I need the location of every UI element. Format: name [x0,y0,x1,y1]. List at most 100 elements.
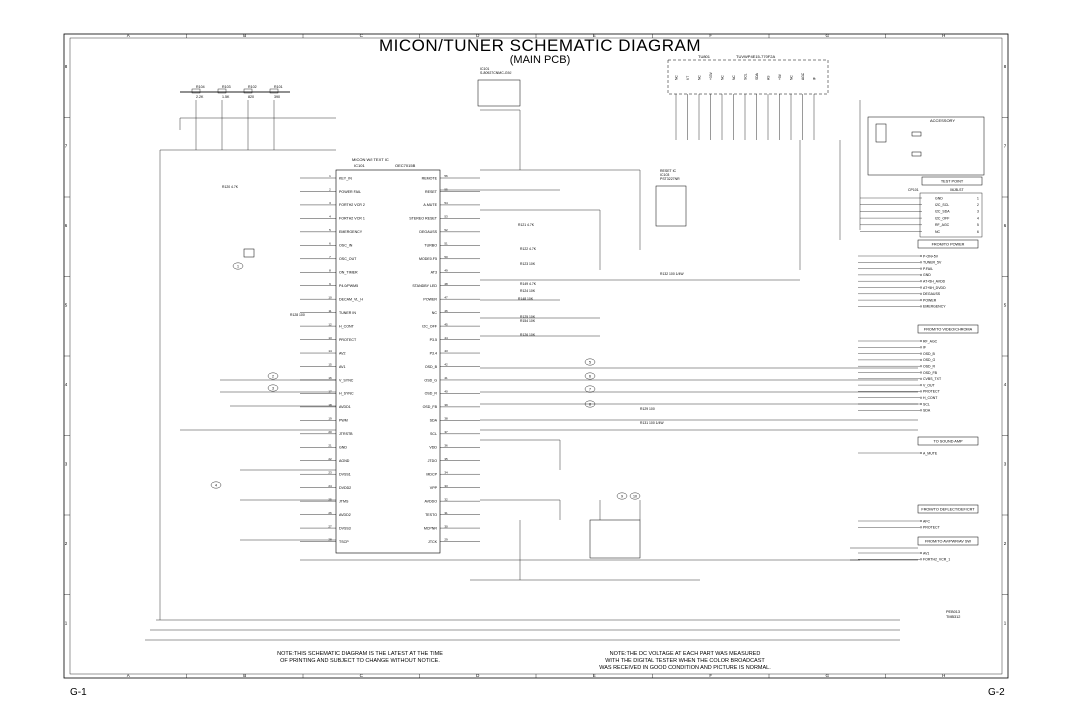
ic-right-pin-num: 44 [444,336,448,340]
grid-col-top-A: A [127,33,130,38]
callout-label-4: 4 [215,483,217,487]
sound-connector-title-box [917,436,979,446]
ic-right-pin-num: 55 [444,188,448,192]
ic-left-pin-num: 8 [329,268,331,272]
video-connector-terminal [920,340,922,342]
top-resistor-body [269,88,279,94]
avsw-connector-title: FROM/TO AV/PWR/AV SW [925,540,971,544]
ic-left-pin-24: DVDD2 [339,486,351,490]
stamp-line2: TMB312 [946,615,960,619]
ic-right-pin-26: TESTO [425,513,437,517]
ic-right-pin-num: 32 [444,497,448,501]
ic-right-pin-num: 30 [444,524,448,528]
grid-col-bottom-G: G [825,673,829,678]
video-connector-terminal [920,403,922,405]
test-point-pin-num: 2 [977,203,979,207]
ic-right-pin-num: 36 [444,443,448,447]
grid-row-right-3: 3 [1004,461,1007,466]
power-connector-pin-6: AT+5H_DVDD [923,286,946,290]
grid-col-bottom-A: A [127,673,130,678]
top-resistor-body [243,88,253,94]
ic-right-pin-28: JTCK [428,540,438,544]
top-resistor-value-2: 1.5K [222,95,230,99]
ic-left-pin-2: POWER FAIL [339,190,361,194]
power-connector-title-box [917,239,979,249]
ic-right-pin-num: 49 [444,268,448,272]
ic-right-pin-2: RESET [425,190,438,194]
grid-row-right-6: 6 [1004,223,1007,228]
power-connector-pin-8: POWER [923,298,937,302]
note-right: NOTE:THE DC VOLTAGE AT EACH PART WAS MEA… [596,651,774,672]
tuner-ref: TU801 [698,54,711,59]
remote-icon [875,123,887,143]
misc-resistor-8: R128 100 [290,313,305,317]
top-resistor-body [191,88,201,94]
callout-label-1: 1 [237,264,239,268]
grid-row-left-1: 1 [65,620,68,625]
ic-left-pin-19: PWM [339,419,348,423]
grid-row-left-6: 6 [65,223,68,228]
ic-right-pin-num: 39 [444,403,448,407]
deflect-connector-title: FROM/TO DEFLECT/DEF/CRT [921,508,975,512]
ic-left-pin-14: AV2 [339,351,346,355]
ic-right-pin-15: OSD_B [425,365,438,369]
ic-right-pin-5: DEGAUSS [419,230,437,234]
ic-left-pin-10: DECAM_VL_H [339,297,363,301]
test-point-pin-6: NC [935,230,941,234]
tuner-pin-8: SDA [755,72,759,80]
ic-left-pin-6: OSC_IN [339,244,353,248]
misc-resistor-11: R132 100 1/4W [660,272,684,276]
deflect-connector-terminal [920,520,922,522]
outer-border [63,33,1009,679]
misc-resistor-3: R122 4.7K [520,247,537,251]
test-point-pin-num: 3 [977,210,979,214]
ic-left-pin-5: EMERGENCY [339,230,363,234]
grid-col-top-F: F [709,33,712,38]
power-connector-terminal [920,261,922,264]
video-connector-pin-5: OSD_R [923,365,936,369]
callout-8 [584,400,596,408]
ic-left-pin-num: 20 [328,430,332,434]
ic-left-pin-28: TSCP [339,540,349,544]
ic-left-pin-num: 15 [328,363,332,367]
ic-left-pin-num: 21 [328,443,332,447]
page-label-right: G-2 [988,687,1005,698]
callout-3 [267,384,279,392]
ic-left-pin-num: 12 [328,322,332,326]
power-connector-terminal [920,273,922,276]
ic-right-pin-12: I2C_OFF [422,324,438,328]
power-connector-pin-2: TUNER_5V [923,261,942,265]
avsw-connector-title-box [917,536,979,546]
power-connector-pin-3: P.FAIL [923,267,933,271]
note-right-line1: NOTE:THE DC VOLTAGE AT EACH PART WAS MEA… [609,651,761,657]
ic-left-pin-18: AVDD1 [339,405,351,409]
video-connector-terminal [920,390,922,393]
ic-left-pin-num: 25 [328,497,332,501]
tuner-pin-13: IF [813,77,817,80]
grid-row-right-4: 4 [1004,382,1007,387]
ic-left-pin-num: 2 [329,188,331,192]
ic-right-pin-num: 54 [444,201,448,205]
ic102-body [477,79,521,107]
ic-left-pin-num: 27 [328,524,332,528]
ic-right-pin-24: VPP [430,486,438,490]
grid-row-left-2: 2 [65,541,68,546]
callout-2 [267,372,279,380]
grid-col-bottom-F: F [709,673,712,678]
ic101-label: MICON W/I TEXT IC [352,157,389,162]
ic-right-pin-num: 29 [444,538,448,542]
ic-left-pin-8: ON_TIMER [339,271,358,275]
power-connector-terminal [920,280,922,283]
page-label-left: G-1 [70,687,87,698]
ic-left-pin-num: 10 [328,295,332,299]
avsw-connector-pin-2: FORTH2_VCR_1 [923,558,950,562]
video-connector-terminal [920,358,922,361]
misc-resistor-1: R120 4.7K [222,185,239,189]
callout-label-9: 9 [621,494,623,498]
power-connector-terminal [920,299,922,302]
test-point-title: TEST POINT [941,180,964,184]
